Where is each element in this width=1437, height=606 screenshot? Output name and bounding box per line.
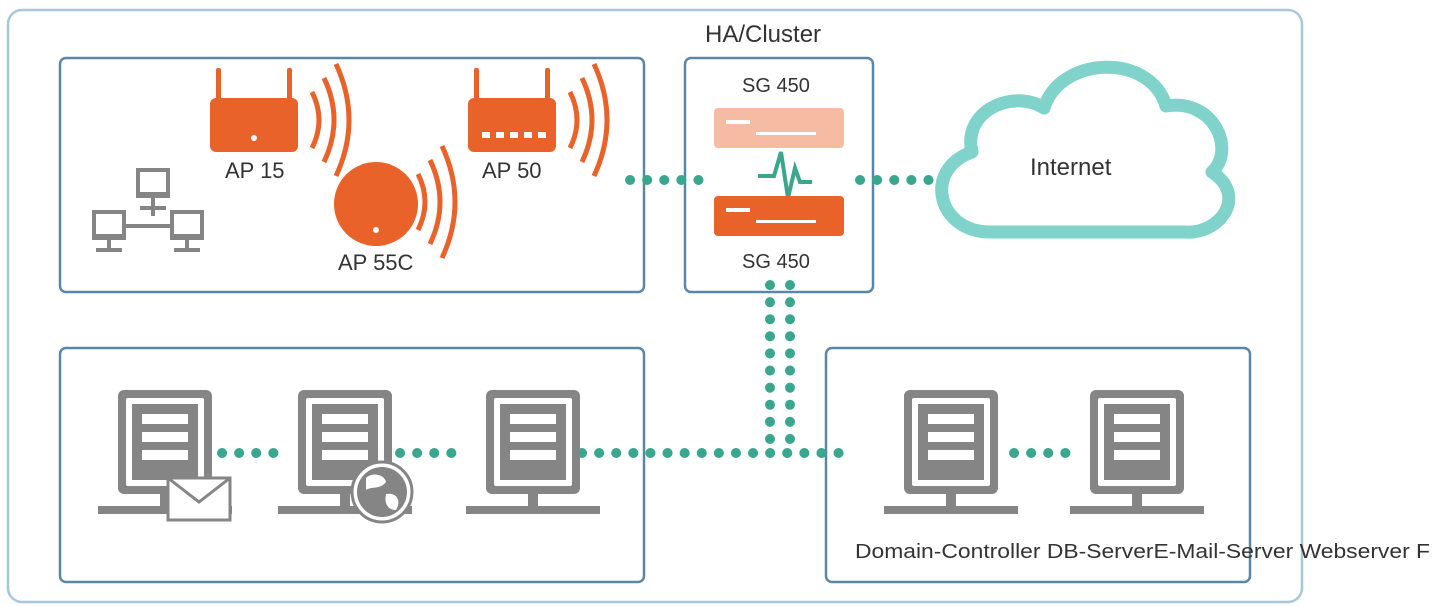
firewall-top-label: SG 450 (742, 75, 810, 97)
cloud-icon (935, 60, 1236, 239)
internet-label: Internet (1030, 154, 1112, 181)
ap55c-label: AP 55C (338, 250, 414, 275)
outer-frame (6, 8, 1304, 604)
access-point-icon (210, 64, 349, 176)
network-computers-icon (92, 168, 204, 252)
mail-icon (166, 476, 232, 522)
firewall-icon (714, 108, 844, 148)
ap50-label: AP 50 (482, 158, 542, 183)
cluster-label: HA/Cluster (705, 21, 821, 48)
access-point-icon (334, 146, 455, 258)
globe-icon (350, 460, 414, 524)
servers-caption: Domain-Controller DB-ServerE-Mail-Server… (855, 541, 1430, 563)
firewall-bottom-label: SG 450 (742, 251, 810, 273)
access-point-icon (468, 64, 607, 176)
ap15-label: AP 15 (225, 158, 285, 183)
firewall-icon (714, 196, 844, 236)
